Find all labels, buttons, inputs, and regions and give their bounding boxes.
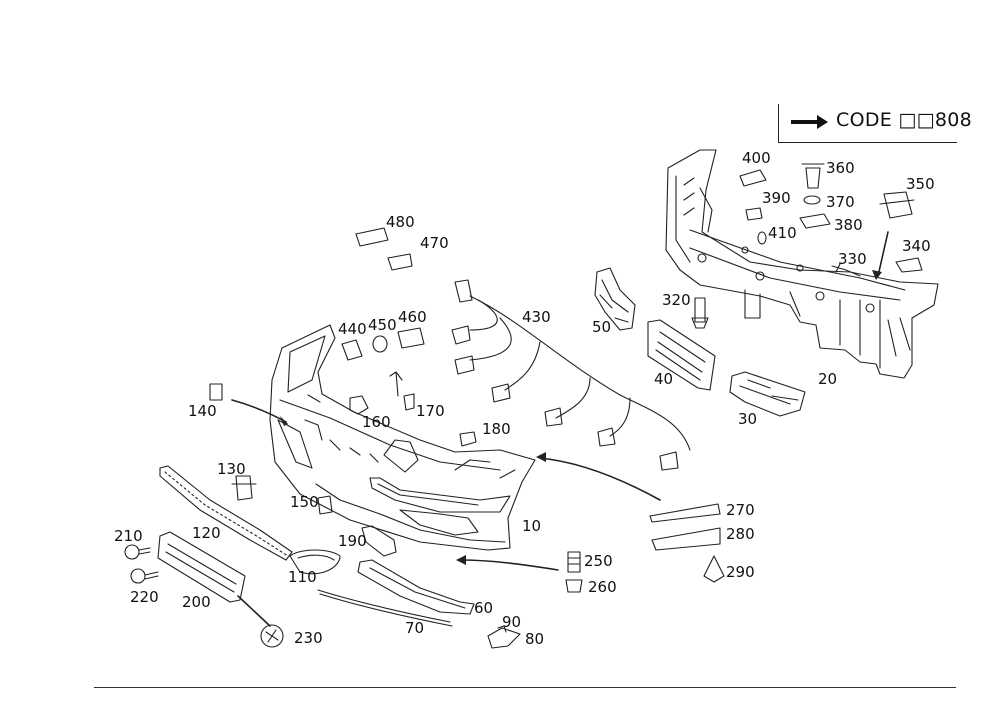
code-box: CODE □□808 [778,104,972,143]
callout-280: 280 [726,525,755,543]
callout-210: 210 [114,527,143,545]
callout-30: 30 [738,410,757,428]
right-arrow-icon [791,115,828,129]
callout-340: 340 [902,237,931,255]
callout-370: 370 [826,193,855,211]
callout-20: 20 [818,370,837,388]
callout-200: 200 [182,593,211,611]
callout-80: 80 [525,630,544,648]
code-label: CODE □□808 [836,109,973,131]
bumper-cover-part [269,324,536,551]
callout-70: 70 [405,619,424,637]
callout-40: 40 [654,370,673,388]
callout-130: 130 [217,460,246,478]
callout-140: 140 [188,402,217,420]
callout-250: 250 [584,552,613,570]
callout-400: 400 [742,149,771,167]
leader-lines [231,231,889,627]
callout-430: 430 [522,308,551,326]
callout-60: 60 [474,599,493,617]
license-plate-holder-part [157,531,246,603]
grille-mesh-part [159,465,293,561]
callout-290: 290 [726,563,755,581]
callout-170: 170 [416,402,445,420]
trim-60-part [357,559,475,615]
callout-390: 390 [762,189,791,207]
callout-360: 360 [826,159,855,177]
callout-270: 270 [726,501,755,519]
bottom-rule [94,687,956,688]
fog-cover-110-part [289,549,341,575]
callout-190: 190 [338,532,367,550]
callout-330: 330 [838,250,867,268]
callout-410: 410 [768,224,797,242]
callout-10: 10 [522,517,541,535]
wiring-harness-part [451,279,691,471]
bracket-50-part [594,267,636,331]
callout-450: 450 [368,316,397,334]
callout-220: 220 [130,588,159,606]
callout-90: 90 [502,613,521,631]
callout-320: 320 [662,291,691,309]
callout-150: 150 [290,493,319,511]
callout-460: 460 [398,308,427,326]
callout-260: 260 [588,578,617,596]
callout-380: 380 [834,216,863,234]
callout-230: 230 [294,629,323,647]
callout-470: 470 [420,234,449,252]
callout-350: 350 [906,175,935,193]
bracket-30-part [729,371,806,417]
callout-160: 160 [362,413,391,431]
small-fasteners [124,163,923,649]
callout-120: 120 [192,524,221,542]
callout-480: 480 [386,213,415,231]
strip-70-part [317,589,453,627]
absorber-40-part [647,319,716,391]
callout-440: 440 [338,320,367,338]
callout-110: 110 [288,568,317,586]
bumper-carrier-part [665,149,939,379]
callout-50: 50 [592,318,611,336]
callout-180: 180 [482,420,511,438]
